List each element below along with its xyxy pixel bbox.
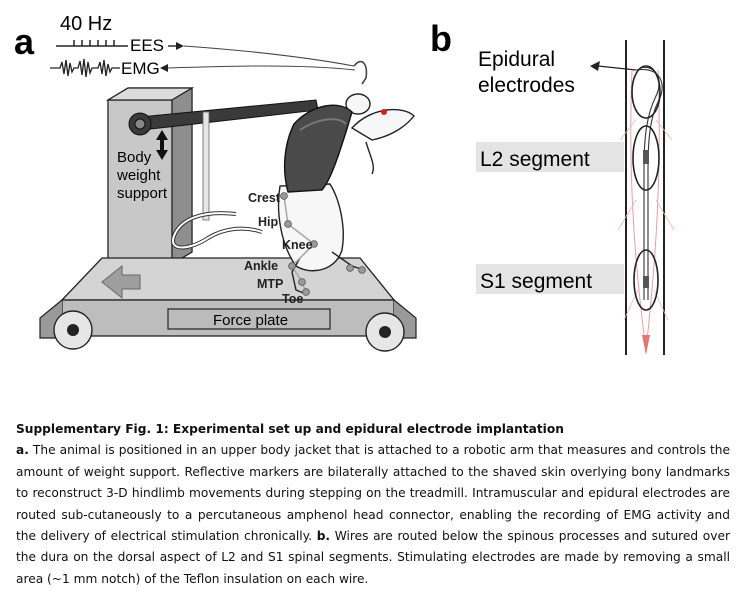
frequency-label: 40 Hz <box>60 13 112 35</box>
electrodes-arrowhead <box>590 61 600 71</box>
panel-a: a 40 Hz EES EMG <box>14 13 417 352</box>
emg-arrowhead <box>160 64 168 72</box>
rat-illustration <box>171 93 415 295</box>
s1-label-bg <box>476 264 624 294</box>
body-jacket <box>283 104 353 193</box>
figure-caption: Supplementary Fig. 1: Experimental set u… <box>16 419 730 590</box>
ees-pulse-train <box>56 40 128 47</box>
emg-wire <box>167 65 356 71</box>
force-plate <box>167 308 331 330</box>
kinematic-markers <box>280 192 366 296</box>
caption-label-a: a. <box>16 443 29 458</box>
epidural-electrodes-label: Epidural electrodes <box>478 48 575 97</box>
hip-marker <box>284 220 292 228</box>
l2-segment-label: L2 segment <box>480 148 590 171</box>
head-connector-wire <box>353 60 368 85</box>
caption-text-b: Wires are routed below the spinous proce… <box>16 529 730 586</box>
panel-b: b Epidural electrodes L2 segment S1 segm… <box>430 18 675 355</box>
s1-electrode-notch <box>643 276 649 288</box>
emg-label: EMG <box>121 59 160 78</box>
marker-label-mtp: MTP <box>257 277 283 291</box>
caption-label-b: b. <box>316 529 331 544</box>
ees-arrowhead <box>176 42 184 50</box>
ees-wire <box>183 45 355 67</box>
marker-label-ankle: Ankle <box>244 259 278 273</box>
marker-label-crest: Crest <box>248 191 281 205</box>
spinal-cord <box>617 40 675 355</box>
figure: a 40 Hz EES EMG <box>14 13 675 355</box>
marker-label-hip: Hip <box>258 215 279 229</box>
mtp-marker <box>298 278 306 286</box>
panel-b-letter: b <box>430 18 452 59</box>
force-plate-label: Force plate <box>213 312 288 329</box>
rat-eye <box>381 109 387 115</box>
s1-segment-label: S1 segment <box>480 270 592 293</box>
crest-marker <box>280 192 288 200</box>
belt-direction-arrow <box>101 264 141 300</box>
toe-marker <box>302 288 310 296</box>
ees-label: EES <box>130 36 164 55</box>
electrodes-pointer <box>597 65 637 71</box>
body-weight-support-label: Body weight support <box>116 149 168 202</box>
treadmill <box>39 257 417 352</box>
l2-electrode-notch <box>643 150 649 164</box>
vertical-arrow <box>156 130 168 160</box>
ankle-marker <box>288 262 296 270</box>
caption-body: a. The animal is positioned in an upper … <box>16 440 730 590</box>
panel-a-letter: a <box>14 21 35 62</box>
caption-text-a: The animal is positioned in an upper bod… <box>16 443 730 544</box>
caption-title: Supplementary Fig. 1: Experimental set u… <box>16 422 564 436</box>
marker-label-toe: Toe <box>282 292 303 306</box>
s1-electrode-site <box>633 249 659 311</box>
l2-label-bg <box>476 142 624 172</box>
support-rod <box>202 111 210 221</box>
emg-trace <box>50 58 120 78</box>
l2-electrode-site <box>632 125 660 191</box>
knee-marker <box>310 240 318 248</box>
marker-label-knee: Knee <box>282 238 313 252</box>
upper-electrode-site <box>631 65 661 119</box>
